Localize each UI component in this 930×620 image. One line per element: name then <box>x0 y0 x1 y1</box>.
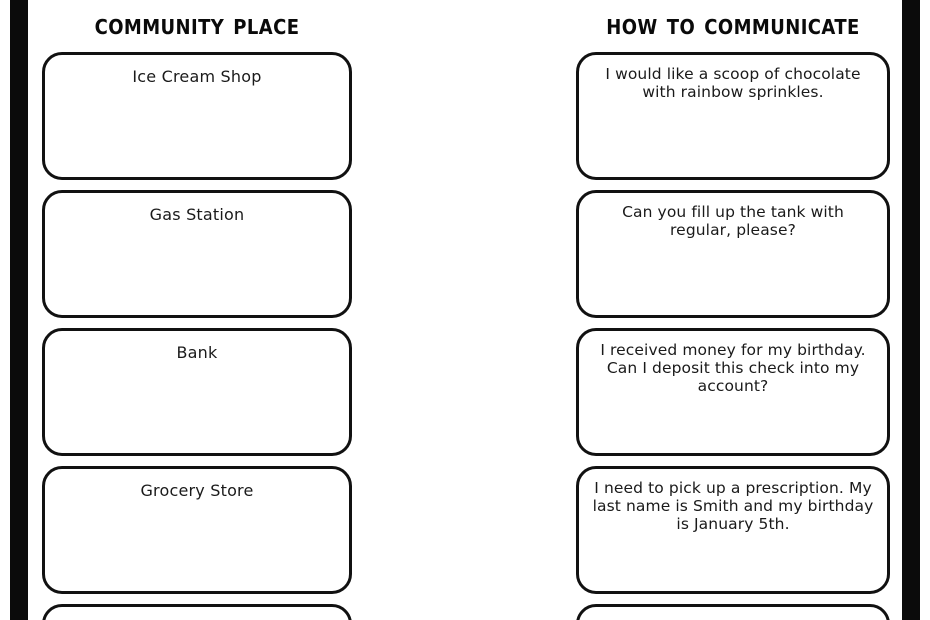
place-box[interactable]: Gas Station <box>42 190 352 318</box>
place-box[interactable]: Ice Cream Shop <box>42 52 352 180</box>
right-edge-bar <box>902 0 920 620</box>
column-header-how-to-communicate: How to Communicate <box>606 8 860 41</box>
phrase-label: I would like a scoop of chocolate with r… <box>605 65 861 101</box>
phrase-box[interactable] <box>576 604 890 620</box>
place-label: Bank <box>176 343 218 362</box>
phrase-box[interactable]: I would like a scoop of chocolate with r… <box>576 52 890 180</box>
phrase-box[interactable]: Can you fill up the tank with regular, p… <box>576 190 890 318</box>
left-edge-bar <box>10 0 28 620</box>
place-label: Gas Station <box>149 205 245 224</box>
phrase-label: I need to pick up a prescription. My las… <box>592 479 874 533</box>
phrase-box[interactable]: I received money for my birthday. Can I … <box>576 328 890 456</box>
phrase-label: Can you fill up the tank with regular, p… <box>622 203 844 239</box>
place-box[interactable]: Bank <box>42 328 352 456</box>
phrase-label: I received money for my birthday. Can I … <box>600 341 866 395</box>
place-label: Ice Cream Shop <box>132 67 262 86</box>
place-box[interactable]: Grocery Store <box>42 466 352 594</box>
place-label: Grocery Store <box>140 481 254 500</box>
column-header-community-place: Community Place <box>94 8 300 41</box>
phrase-box[interactable]: I need to pick up a prescription. My las… <box>576 466 890 594</box>
place-box[interactable] <box>42 604 352 620</box>
